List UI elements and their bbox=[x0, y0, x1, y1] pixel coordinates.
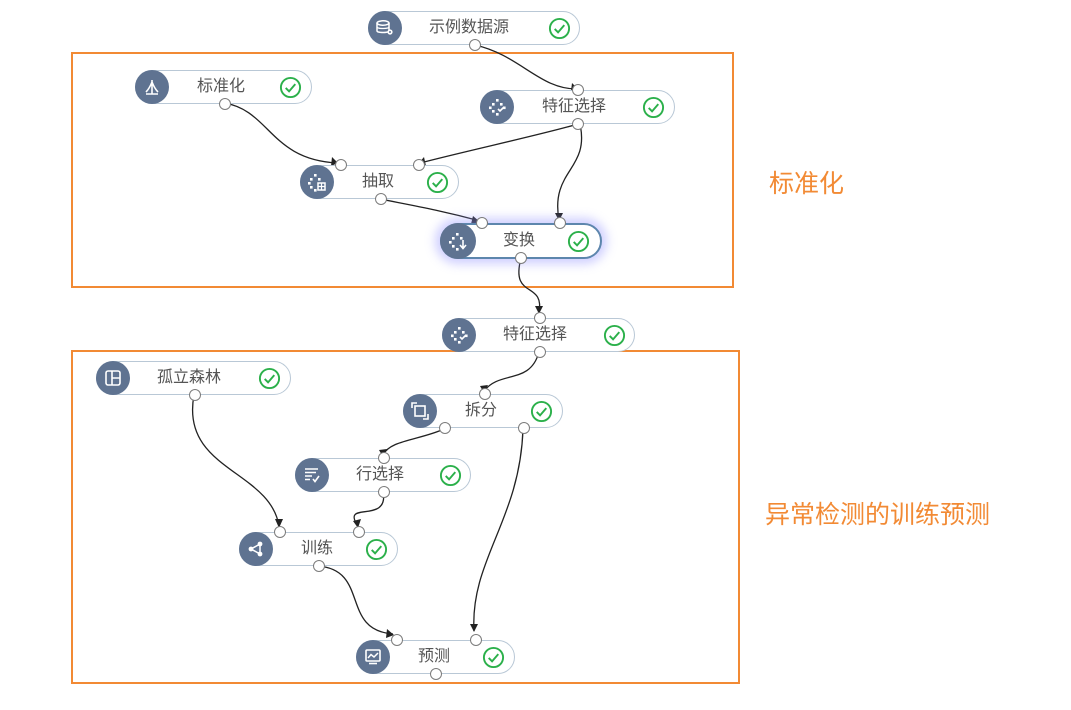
edge-arrow bbox=[353, 519, 361, 528]
check-circle-icon bbox=[258, 367, 281, 390]
edge-train-to-predict bbox=[317, 565, 394, 635]
check-circle-icon bbox=[642, 96, 665, 119]
input-port[interactable] bbox=[572, 84, 584, 96]
network-nodes-icon bbox=[239, 532, 273, 566]
check-circle-icon bbox=[548, 17, 571, 40]
node-row-select[interactable]: 行选择 bbox=[295, 452, 471, 498]
edge-standardize-to-extract bbox=[223, 102, 339, 164]
edge-arrow bbox=[535, 306, 543, 314]
output-port[interactable] bbox=[515, 252, 527, 264]
output-port[interactable] bbox=[518, 422, 530, 434]
input-port[interactable] bbox=[274, 526, 286, 538]
input-port[interactable] bbox=[470, 634, 482, 646]
check-circle-icon bbox=[603, 324, 626, 347]
edge-feature-select-to-extract bbox=[419, 123, 579, 164]
node-label: 特征选择 bbox=[503, 326, 568, 343]
input-port[interactable] bbox=[534, 312, 546, 324]
check-circle-icon bbox=[426, 171, 449, 194]
dotted-diamond-grid-icon bbox=[300, 165, 334, 199]
check-circle-icon bbox=[567, 230, 590, 253]
input-port[interactable] bbox=[391, 634, 403, 646]
group-label-standardize: 标准化 bbox=[769, 170, 845, 198]
group-box-standardize bbox=[71, 52, 734, 288]
edge-transform-to-feature-select-2 bbox=[518, 257, 541, 314]
dotted-diamond-arrow-icon bbox=[440, 223, 476, 259]
input-port[interactable] bbox=[554, 217, 566, 229]
edge-extract-to-transform bbox=[379, 198, 481, 222]
check-circle-icon bbox=[279, 76, 302, 99]
check-circle-icon bbox=[482, 646, 505, 669]
output-port[interactable] bbox=[430, 668, 442, 680]
node-label: 孤立森林 bbox=[157, 369, 222, 386]
tree-icon bbox=[135, 70, 169, 104]
check-circle-icon bbox=[365, 538, 388, 561]
node-feature-select-1[interactable]: 特征选择 bbox=[480, 84, 675, 130]
edge-feature-select-to-transform bbox=[557, 123, 583, 221]
output-port[interactable] bbox=[375, 193, 387, 205]
node-label: 抽取 bbox=[362, 173, 395, 190]
edge-arrow bbox=[470, 624, 478, 632]
node-label: 特征选择 bbox=[542, 98, 607, 115]
dotted-diamond-icon bbox=[442, 318, 476, 352]
split-square-icon bbox=[403, 394, 437, 428]
input-port[interactable] bbox=[413, 159, 425, 171]
node-predict[interactable]: 预测 bbox=[356, 634, 515, 680]
edge-row-select-to-train bbox=[353, 490, 385, 527]
input-port[interactable] bbox=[479, 388, 491, 400]
output-port[interactable] bbox=[378, 486, 390, 498]
check-circle-icon bbox=[530, 400, 553, 423]
node-label: 拆分 bbox=[465, 402, 498, 419]
output-port[interactable] bbox=[439, 422, 451, 434]
node-label: 变换 bbox=[503, 232, 536, 249]
output-port[interactable] bbox=[572, 118, 584, 130]
layout-panel-icon bbox=[96, 361, 130, 395]
node-label: 预测 bbox=[418, 648, 451, 665]
node-transform[interactable]: 变换 bbox=[440, 217, 602, 264]
node-label: 标准化 bbox=[197, 78, 246, 95]
node-standardize[interactable]: 标准化 bbox=[135, 70, 312, 110]
input-port[interactable] bbox=[353, 526, 365, 538]
input-port[interactable] bbox=[476, 217, 488, 229]
edge-split-to-row-select bbox=[382, 428, 445, 456]
edge-feature-select-2-to-split bbox=[483, 351, 540, 392]
output-port[interactable] bbox=[313, 560, 325, 572]
edge-arrow bbox=[275, 519, 283, 528]
node-isolation-forest[interactable]: 孤立森林 bbox=[96, 361, 291, 401]
row-list-check-icon bbox=[295, 458, 329, 492]
output-port[interactable] bbox=[534, 346, 546, 358]
edge-source-to-feature-select bbox=[474, 44, 579, 90]
edge-isolation-forest-to-train bbox=[191, 394, 280, 527]
node-train[interactable]: 训练 bbox=[239, 526, 398, 572]
node-label: 训练 bbox=[301, 540, 334, 557]
check-circle-icon bbox=[439, 464, 462, 487]
node-label: 示例数据源 bbox=[429, 19, 510, 36]
output-port[interactable] bbox=[219, 98, 231, 110]
node-extract[interactable]: 抽取 bbox=[300, 159, 459, 205]
output-port[interactable] bbox=[469, 39, 481, 51]
node-split[interactable]: 拆分 bbox=[403, 388, 563, 434]
dotted-diamond-icon bbox=[480, 90, 514, 124]
node-sample-source[interactable]: 示例数据源 bbox=[368, 11, 580, 51]
edge-split-to-predict bbox=[473, 428, 524, 632]
node-label: 行选择 bbox=[356, 466, 405, 483]
group-box-anomaly-training bbox=[71, 350, 740, 684]
database-gear-icon bbox=[368, 11, 402, 45]
group-label-anomaly-training: 异常检测的训练预测 bbox=[765, 501, 991, 529]
input-port[interactable] bbox=[378, 452, 390, 464]
node-feature-select-2[interactable]: 特征选择 bbox=[442, 312, 635, 358]
input-port[interactable] bbox=[335, 159, 347, 171]
monitor-chart-icon bbox=[356, 640, 390, 674]
output-port[interactable] bbox=[189, 389, 201, 401]
